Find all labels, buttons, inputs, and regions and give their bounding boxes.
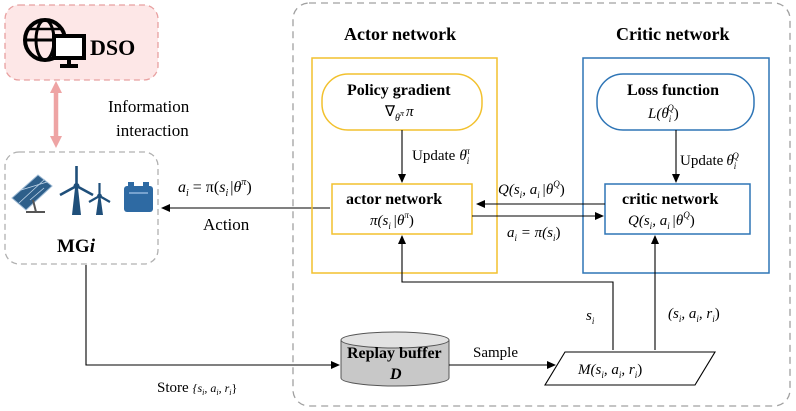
actor-network-label: actor network [346,191,442,208]
solar-panel-icon [11,174,53,213]
critic-network-formula: Q(si, ai|θQ) [628,210,695,231]
q-value-formula: Q(si, ai|θQ) [498,179,565,200]
replay-buffer-cylinder [340,331,450,387]
actor-network-frame [311,57,498,274]
microgrid-label: MGi [57,236,96,257]
memory-box [544,351,716,386]
loss-function-formula: L(θiQ) [647,103,679,124]
memory-formula: M(si, ai, ri) [577,362,642,380]
dso-label: DSO [90,35,135,60]
critic-network-box [604,183,751,235]
critic-network-label: critic network [622,191,719,208]
critic-network-frame [582,57,770,274]
state-label: si [586,308,595,326]
interaction-label-line1: Information [108,97,190,116]
actor-network-box [331,183,473,235]
policy-gradient-label: Policy gradient [347,82,451,99]
sample-label: Sample [473,345,518,361]
wind-turbine-small-icon [88,183,111,215]
action-formula: ai = π(si|θπ) [178,177,252,199]
state-to-actor-arrow [398,235,614,350]
globe-monitor-icon [23,18,86,68]
wind-turbine-icon [59,166,94,215]
drl-agent-container [292,2,791,407]
loss-function-label: Loss function [627,82,719,99]
store-label: Store{si, ai, ri} [157,380,237,397]
battery-icon [124,182,153,212]
microgrid-box [4,151,159,265]
tuple-label: (si, ai, ri) [668,306,720,324]
critic-network-title: Critic network [616,24,729,44]
replay-buffer-label: Replay buffer [347,345,442,362]
actor-network-title: Actor network [344,24,456,44]
replay-buffer-d: D [389,366,402,383]
action-to-critic-formula: ai = π(si) [507,225,561,243]
store-arrow [85,265,340,369]
interaction-label-line2: interaction [116,121,189,140]
action-label: Action [203,215,250,234]
actor-network-formula: π(si|θπ) [370,210,414,231]
